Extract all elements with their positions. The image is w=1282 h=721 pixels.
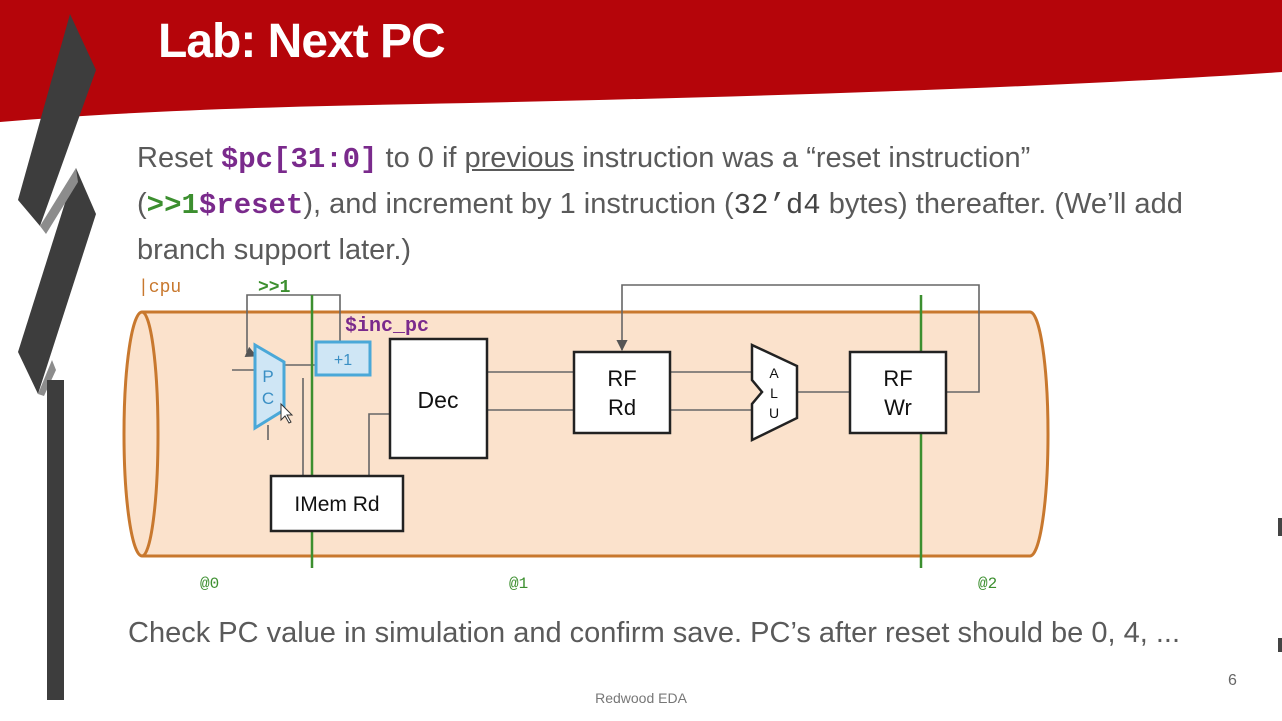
pc-signal: $pc[31:0]	[220, 143, 378, 176]
stage-label: @0	[200, 575, 219, 593]
title-banner	[0, 0, 1282, 122]
imem-label: IMem Rd	[294, 493, 379, 516]
page-number: 6	[1228, 672, 1237, 689]
check-instruction: Check PC value in simulation and confirm…	[128, 617, 1181, 649]
footer-credit: Redwood EDA	[595, 690, 687, 706]
edge-mark	[1278, 518, 1282, 536]
pipeline-label: |cpu	[138, 278, 181, 298]
para-text: instruction was a “reset instruction”	[574, 142, 1031, 174]
pc-mux-letter: P	[262, 367, 273, 386]
previous-underlined: previous	[464, 142, 575, 174]
slide-title: Lab: Next PC	[158, 15, 446, 68]
pc-mux-letter: C	[262, 389, 274, 408]
edge-mark	[1278, 638, 1282, 652]
plus-one-label: +1	[334, 352, 352, 369]
rf-read-block: RF Rd	[572, 350, 672, 435]
alu-letter: U	[769, 405, 779, 421]
para-text: ), and increment by 1 instruction (	[303, 188, 734, 220]
reset-signal: $reset	[198, 189, 304, 222]
decode-block: Dec	[388, 337, 489, 460]
stage-label: @2	[978, 575, 997, 593]
para-text: (	[137, 188, 147, 220]
rf-write-block: RF Wr	[848, 350, 948, 435]
bytes-code: 32’d4	[733, 189, 821, 222]
wires	[232, 284, 980, 476]
instruction-paragraph: Reset $pc[31:0] to 0 if previous instruc…	[137, 136, 1257, 272]
rf-wr-label: Wr	[884, 395, 912, 420]
zigzag-decoration	[18, 14, 96, 700]
rf-wr-label: RF	[883, 366, 912, 391]
alu-block: A L U	[750, 343, 799, 443]
stage-label: @1	[509, 575, 528, 593]
para-text: to 0 if	[377, 142, 465, 174]
rf-rd-label: RF	[607, 366, 636, 391]
alu-letter: A	[769, 365, 779, 381]
alu-letter: L	[770, 385, 778, 401]
para-text: bytes) thereafter. (We’ll add branch sup…	[137, 188, 1183, 266]
incrementer-block: +1	[314, 340, 372, 377]
mouse-cursor-icon	[280, 402, 294, 424]
dec-label: Dec	[418, 387, 459, 413]
inc-pc-label: $inc_pc	[345, 315, 429, 338]
reset-ahead-operator: >>1	[146, 189, 199, 222]
imem-read-block: IMem Rd	[269, 474, 405, 533]
ahead-label: >>1	[258, 278, 291, 298]
rf-rd-label: Rd	[608, 395, 636, 420]
para-text: Reset	[137, 142, 221, 174]
